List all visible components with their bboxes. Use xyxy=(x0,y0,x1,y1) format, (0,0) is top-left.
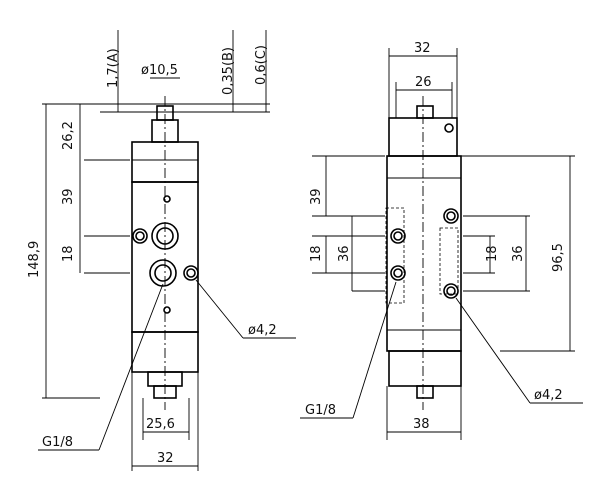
right-dim-port-spacing-left: 39 xyxy=(309,188,324,205)
right-port-top-right xyxy=(443,208,459,224)
right-port-lower-left xyxy=(390,265,406,281)
right-thread-label: G1/8 xyxy=(305,403,336,418)
left-port-hole xyxy=(183,265,199,281)
right-dim-body-height: 96,5 xyxy=(551,243,566,272)
right-dim-right-18: 18 xyxy=(485,245,500,262)
left-dim-body-width: 32 xyxy=(157,451,174,466)
left-dim-overall-height: 148,9 xyxy=(27,241,42,278)
left-dim-port-hole: ø4,2 xyxy=(248,323,277,338)
right-bottom-cap xyxy=(388,350,462,387)
left-screw-hole-upper xyxy=(163,195,171,203)
right-view: 32 26 39 18 36 18 36 96,5 ø4,2 xyxy=(300,41,583,440)
right-dim-inner-width: 26 xyxy=(415,75,432,90)
right-dim-base-width: 38 xyxy=(413,417,430,432)
right-valve-body xyxy=(386,155,462,352)
left-view: 1,7(A) ø10,5 0,35(B) 0,6(C) 26,2 39 18 1… xyxy=(27,30,296,471)
right-dim-left-18: 18 xyxy=(309,245,324,262)
left-dim-port-spacing-upper: 39 xyxy=(61,188,76,205)
right-dim-right-36: 36 xyxy=(511,245,526,262)
left-dim-port-spacing-lower: 18 xyxy=(61,245,76,262)
left-dim-stroke-b: 0,35(B) xyxy=(221,47,236,95)
left-port-lower xyxy=(149,259,177,287)
left-dim-stroke-c: 0,6(C) xyxy=(254,45,269,85)
left-dim-inner-width: 25,6 xyxy=(146,417,175,432)
left-thread-label: G1/8 xyxy=(42,435,73,450)
right-dim-top-width: 32 xyxy=(414,41,431,56)
left-dim-cap-height: 26,2 xyxy=(61,121,76,150)
right-bottom-plug xyxy=(416,385,434,399)
right-dim-port-hole: ø4,2 xyxy=(534,388,563,403)
right-dim-left-36: 36 xyxy=(337,245,352,262)
right-port-bottom-right xyxy=(443,283,459,299)
left-dim-diameter-top: ø10,5 xyxy=(141,63,178,78)
right-plunger-tip xyxy=(416,105,434,119)
left-screw-hole-lower xyxy=(163,306,171,314)
left-side-port xyxy=(132,228,148,244)
left-port-upper xyxy=(151,222,179,250)
right-port-upper-left xyxy=(390,228,406,244)
left-dim-stroke-a: 1,7(A) xyxy=(106,48,121,88)
